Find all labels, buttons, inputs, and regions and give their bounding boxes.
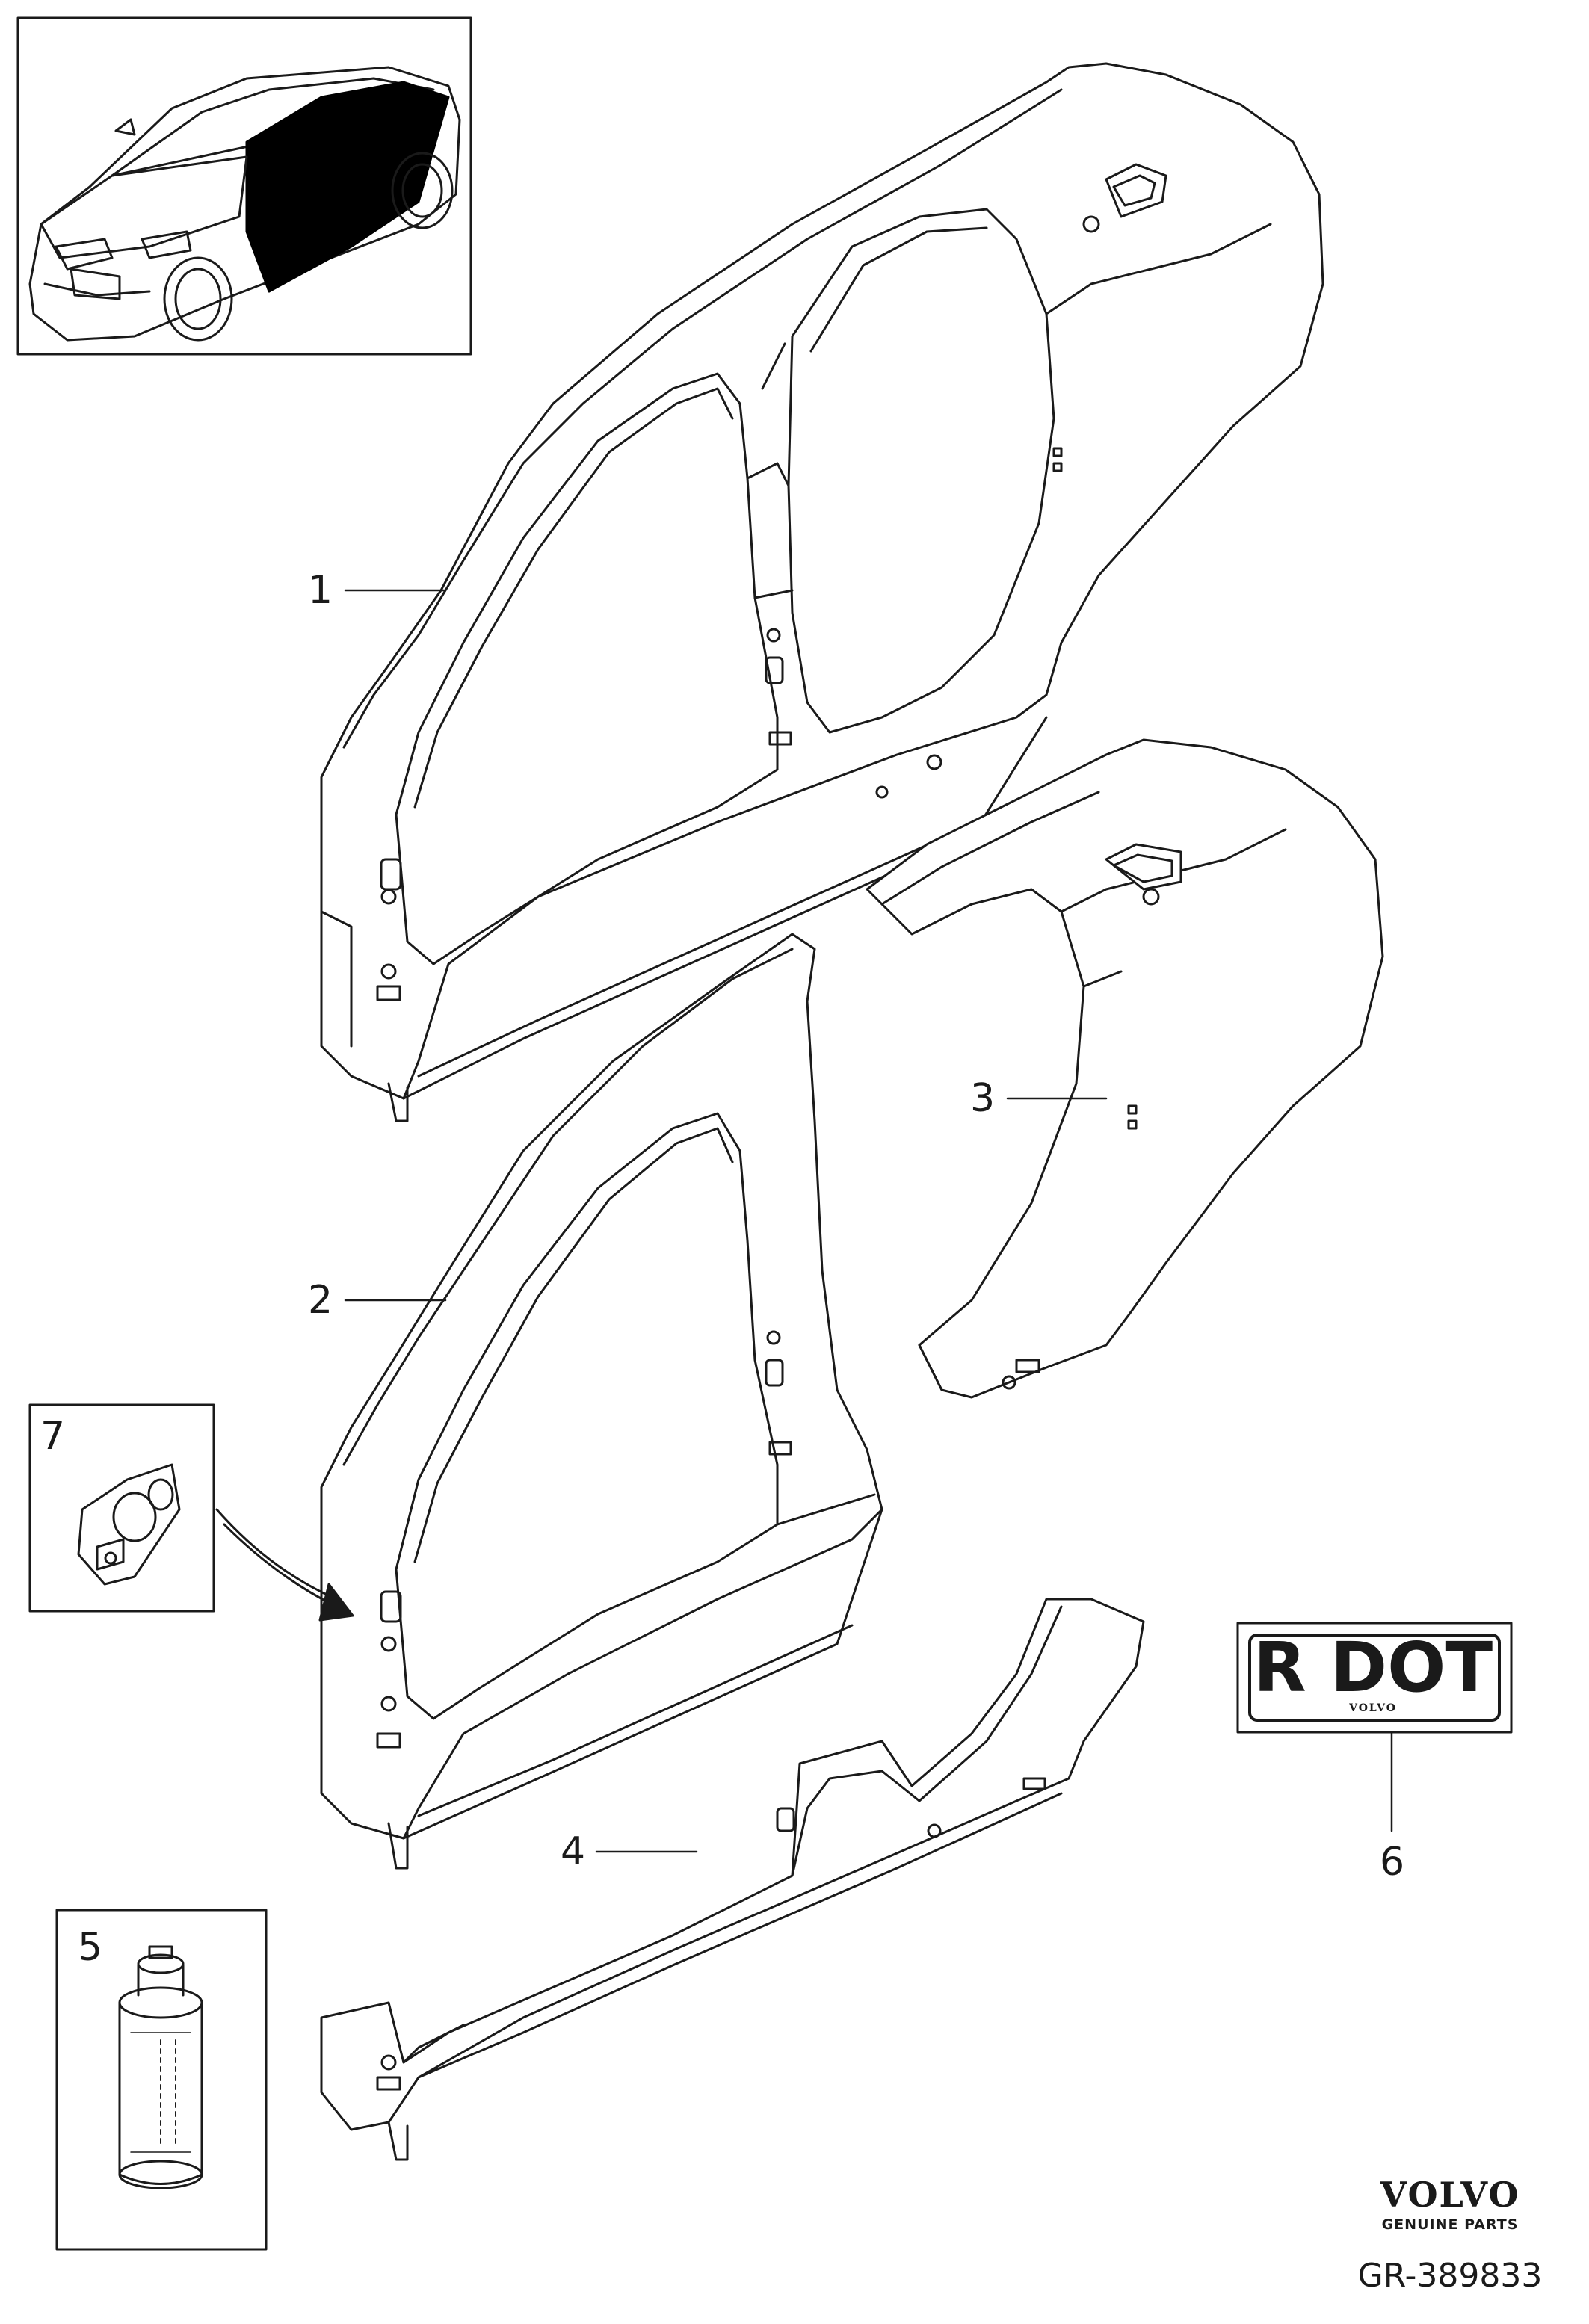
part-4-sill — [320, 1598, 1145, 2161]
part-5-spray-can — [55, 1909, 268, 2251]
callout-7: 7 — [40, 1414, 66, 1459]
brand-logo: VOLVO GENUINE PARTS — [1338, 2175, 1562, 2233]
brand-name: VOLVO — [1380, 2175, 1520, 2215]
callout-4: 4 — [561, 1829, 586, 1874]
car-overview-inset — [16, 16, 472, 356]
part-7-bracket — [28, 1403, 354, 1622]
part-6-decal — [1236, 1622, 1513, 1734]
callout-5: 5 — [78, 1925, 103, 1970]
leader-lines — [344, 589, 1393, 1853]
part-3-rear-quarter — [866, 738, 1384, 1399]
callout-2: 2 — [308, 1278, 333, 1323]
callout-6: 6 — [1380, 1840, 1405, 1885]
callout-3: 3 — [970, 1076, 996, 1121]
part-1-side-panel — [320, 62, 1324, 1122]
part-2-front-panel — [320, 933, 883, 1870]
decal-main-text: R DOT — [1253, 1628, 1493, 1708]
decal-sub-text: VOLVO — [1349, 1702, 1397, 1714]
figure-number: GR-389833 — [1357, 2257, 1543, 2295]
callout-1: 1 — [308, 568, 333, 613]
brand-tagline: GENUINE PARTS — [1381, 2216, 1519, 2233]
